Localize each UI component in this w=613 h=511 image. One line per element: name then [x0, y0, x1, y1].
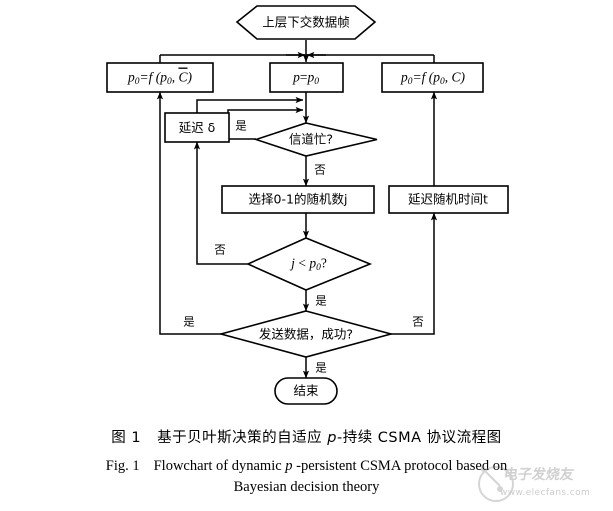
node-random-delay-shape: [388, 185, 509, 214]
caption-en-label: Fig. 1: [105, 458, 140, 474]
caption-en-line2: Bayesian decision theory: [233, 479, 380, 496]
edge-label-compare-yes: 是: [315, 294, 327, 308]
flowchart-diagram: 上层下交数据帧 p0=f (p0, C) p=p0 p0=f (p0, C) 延…: [106, 5, 509, 405]
caption-cn-italic: p: [327, 430, 337, 446]
edge-label-send-no-right: 否: [412, 315, 424, 329]
caption-en-italic: p: [285, 458, 293, 474]
node-update-p0-idle-shape: [106, 62, 214, 93]
caption-cn-after: -持续 CSMA 协议流程图: [336, 430, 502, 446]
node-send-data-label: 发送数据，成功?: [259, 327, 353, 342]
node-compare-label: j < p0?: [289, 256, 327, 274]
caption-cn-before: 基于贝叶斯决策的自适应: [157, 430, 328, 446]
node-random-number-shape: [221, 185, 375, 214]
caption-chinese: 图 1 基于贝叶斯决策的自适应 p-持续 CSMA 协议流程图: [0, 426, 613, 447]
connector-compare-no-to-delay: [193, 141, 248, 265]
node-random-number-label: 选择0-1的随机数j: [249, 192, 348, 207]
node-random-delay-label: 延迟随机时间t: [408, 192, 488, 207]
node-compare-shape: [246, 237, 373, 291]
edge-label-send-yes-down: 是: [315, 361, 327, 375]
edge-label-busy-yes: 是: [235, 119, 247, 133]
node-delay-slot-label: 延迟 δ: [179, 120, 216, 135]
node-delay-slot-shape: [164, 112, 230, 143]
connector-send-no-to-random-delay: [391, 212, 438, 335]
node-set-p-label: p=p0: [292, 70, 319, 88]
edge-label-compare-no: 否: [214, 243, 226, 257]
node-update-p0-idle-label: p0=f (p0, C): [127, 70, 193, 88]
caption-en-line1-after: -persistent CSMA protocol based on: [292, 458, 508, 474]
edge-label-busy-no: 否: [314, 163, 326, 177]
node-update-p0-busy-label: p0=f (p0, C): [400, 70, 465, 88]
node-channel-busy-shape: [253, 122, 378, 157]
node-send-data-shape: [217, 310, 395, 358]
connector-send-yes-to-left-update: [156, 91, 221, 335]
caption-english: Fig. 1 Flowchart of dynamic p -persistent…: [0, 456, 613, 498]
edge-label-send-yes-left: 是: [183, 315, 195, 329]
node-set-p-shape: [269, 62, 344, 93]
caption-cn-label: 图 1: [111, 430, 142, 446]
node-end-label: 结束: [293, 383, 319, 398]
connector-delay-to-spine: [196, 96, 304, 113]
node-start-label: 上层下交数据帧: [262, 15, 350, 30]
node-channel-busy-label: 信道忙?: [289, 132, 333, 147]
node-start-shape: [235, 5, 377, 40]
caption-en-line1-before: Flowchart of dynamic: [153, 458, 286, 474]
node-end-shape: [274, 377, 338, 405]
node-update-p0-busy-shape: [381, 62, 484, 93]
